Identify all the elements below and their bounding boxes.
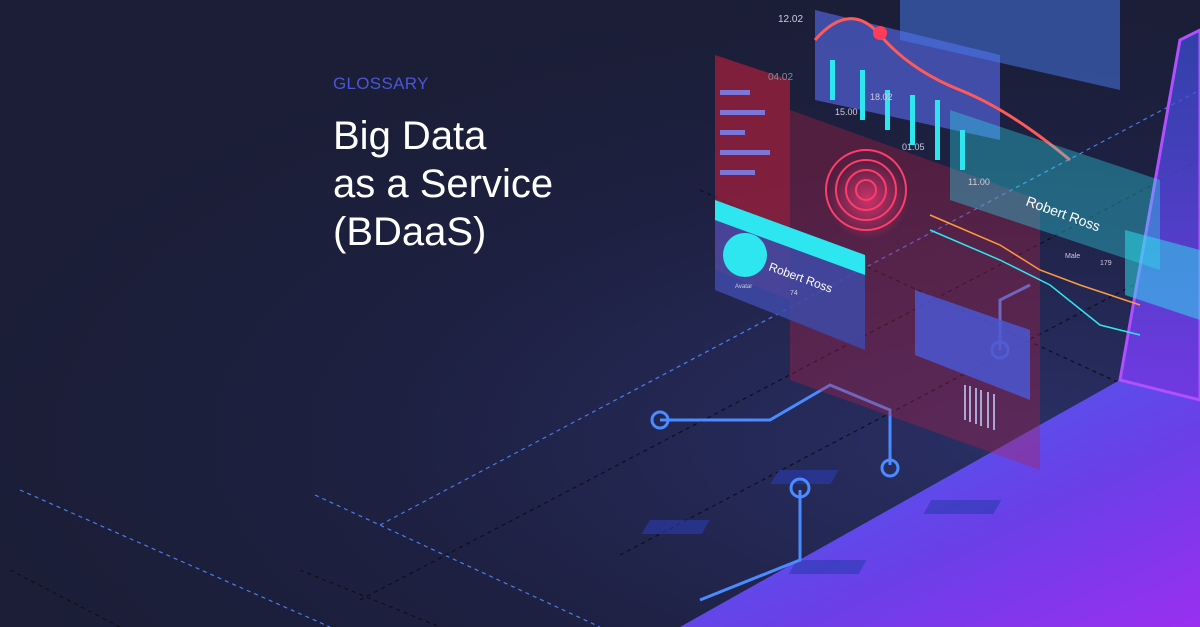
height-label: 179 xyxy=(1100,260,1112,267)
chart-bars xyxy=(830,60,965,170)
title-line: as a Service xyxy=(333,162,554,206)
side-card xyxy=(1125,230,1200,320)
time-label: 04.02 xyxy=(768,72,793,83)
time-label: 12.02 xyxy=(778,14,803,25)
time-label: 15.00 xyxy=(835,107,858,117)
title-line: Big Data xyxy=(333,114,487,158)
weight-label: 74 xyxy=(790,290,798,297)
barcode xyxy=(964,385,995,430)
time-label: 11.00 xyxy=(968,177,990,187)
gender-label: Male xyxy=(1065,253,1080,260)
time-label: 18.02 xyxy=(870,92,893,102)
category-label: GLOSSARY xyxy=(333,74,429,93)
time-label: 01.05 xyxy=(902,142,925,152)
info-panel-top xyxy=(900,0,1120,90)
fingerprint-icon xyxy=(825,149,907,231)
laptop-keys xyxy=(641,470,1002,574)
data-card xyxy=(915,290,1030,400)
hero-text: GLOSSARY Big Data as a Service (BDaaS) xyxy=(333,74,553,256)
avatar-label: Avatar xyxy=(735,284,752,290)
title-line: (BDaaS) xyxy=(333,210,487,254)
page-title: Big Data as a Service (BDaaS) xyxy=(333,112,553,256)
trend-line xyxy=(929,214,1141,306)
chart-line xyxy=(813,17,1071,162)
avatar xyxy=(723,233,767,277)
profile-panel-large xyxy=(950,110,1160,270)
